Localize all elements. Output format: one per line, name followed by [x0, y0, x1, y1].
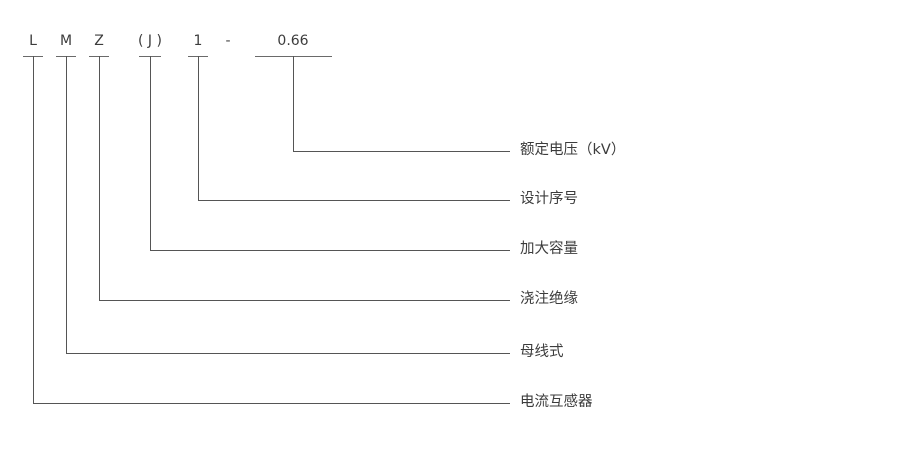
leader-vertical-cast-insulation — [99, 56, 100, 300]
leader-vertical-rated-voltage — [293, 56, 294, 151]
code-token-j: ( J ) — [138, 33, 162, 49]
leader-vertical-current-transformer — [33, 56, 34, 403]
leader-horizontal-current-transformer — [33, 403, 510, 404]
code-token-m: M — [59, 33, 73, 49]
leader-vertical-design-serial — [198, 56, 199, 200]
callout-design-serial: 设计序号 — [520, 191, 578, 207]
leader-horizontal-cast-insulation — [99, 300, 510, 301]
callout-current-transformer: 电流互感器 — [520, 394, 593, 410]
callout-rated-voltage: 额定电压（kV） — [520, 142, 626, 158]
callout-busbar-type: 母线式 — [520, 344, 564, 360]
leader-horizontal-design-serial — [198, 200, 510, 201]
code-token-066: 0.66 — [277, 33, 309, 49]
callout-cast-insulation: 浇注绝缘 — [520, 291, 578, 307]
leader-vertical-busbar-type — [66, 56, 67, 353]
callout-increased-capacity: 加大容量 — [520, 241, 578, 257]
code-token-dash: - — [225, 33, 231, 49]
leader-horizontal-rated-voltage — [293, 151, 510, 152]
code-token-l: L — [29, 33, 37, 49]
leader-vertical-increased-capacity — [150, 56, 151, 250]
code-token-1: 1 — [193, 33, 203, 49]
code-token-z: Z — [94, 33, 104, 49]
leader-horizontal-busbar-type — [66, 353, 510, 354]
leader-horizontal-increased-capacity — [150, 250, 510, 251]
